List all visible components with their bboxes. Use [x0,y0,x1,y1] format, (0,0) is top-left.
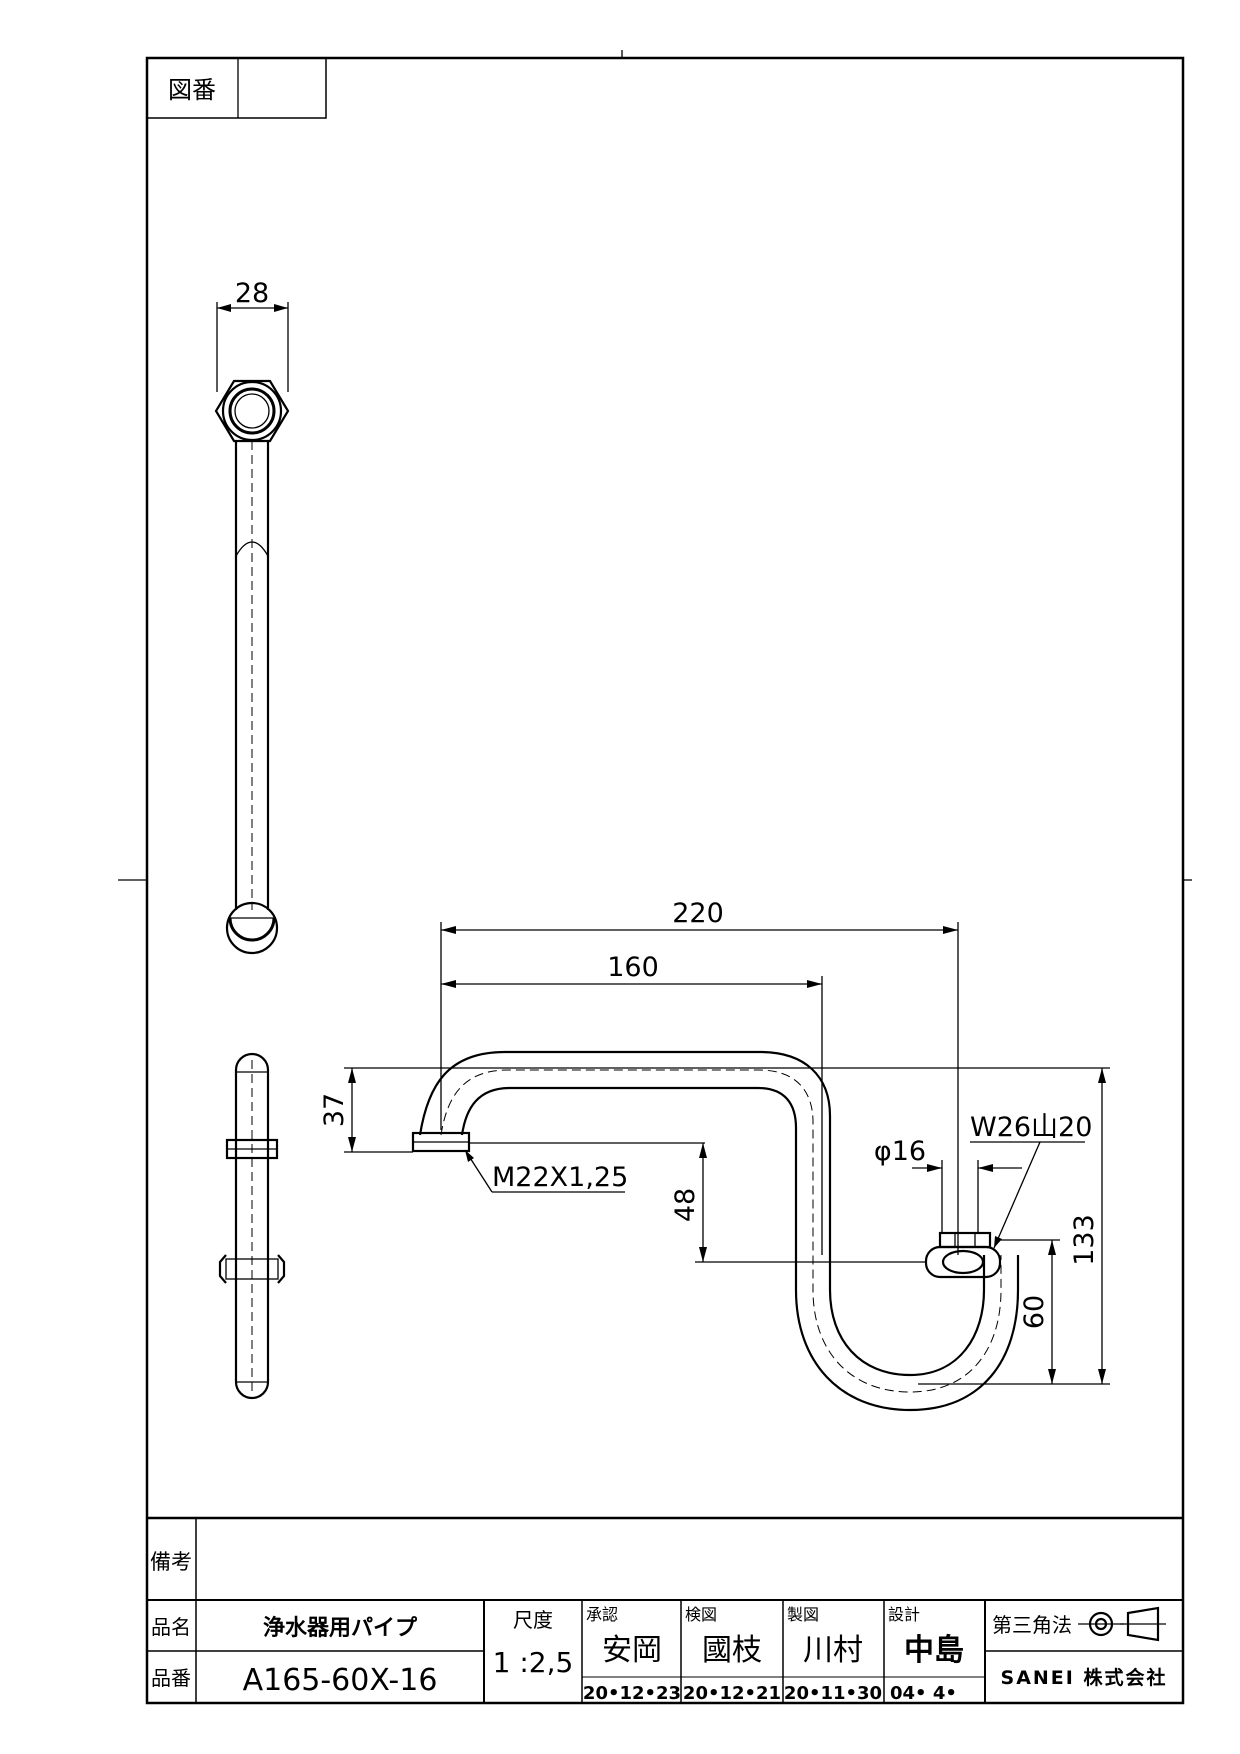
product-number-label: 品番 [151,1666,191,1690]
dim-28-text: 28 [235,278,269,309]
side-pipe-top-cap [234,1052,270,1071]
dim-220-arrow-right [943,926,958,934]
dim-133-text: 133 [1069,1214,1100,1266]
product-number: A165-60X-16 [243,1663,438,1698]
company-name: SANEI 株式会社 [1001,1666,1168,1689]
dim-60: 60 [1000,1239,1060,1384]
product-name-label: 品名 [151,1615,191,1639]
dim-160-text: 160 [607,952,659,983]
drawing-number-label: 図番 [168,76,216,104]
w-thread-callout: W26山20 [970,1112,1092,1249]
s-pipe-inner [460,1086,1020,1412]
product-name: 浄水器用パイプ [263,1615,418,1641]
dim-dia-arrow-left [927,1164,942,1172]
thread-callout: M22X1,25 [464,1149,628,1193]
top-pipe-bend-mark [235,541,269,557]
design-label: 設計 [888,1605,920,1624]
check-label: 検図 [685,1605,717,1624]
dim-37: 37 [319,1067,770,1153]
dim-48-arrow-bottom [699,1247,707,1262]
dim-160: 160 [441,952,823,1255]
hex-nut-inner-circle [228,387,276,435]
side-union-right [277,1254,286,1284]
dim-220-text: 220 [672,898,724,929]
approval-label: 承認 [586,1605,618,1624]
side-view [218,1052,286,1400]
union-nut-top [938,1231,992,1249]
hex-nut-outer-circle [221,380,283,442]
dim-160-arrow-left [441,980,456,988]
side-union-body [225,1258,279,1280]
side-union-left [218,1254,227,1284]
dim-133-arrow-bottom [1098,1369,1106,1384]
third-angle-projection-icon [1078,1606,1166,1642]
side-pipe-bottom-cap [234,1381,270,1400]
union-nut-hex-face [941,1249,985,1275]
projection-label: 第三角法 [992,1613,1072,1637]
dim-133: 133 [770,1067,1110,1385]
top-pipe-end-outer [225,901,279,955]
s-pipe-centerline [440,1069,1002,1393]
dim-220-arrow-left [441,926,456,934]
top-pipe-end-inner [228,917,276,942]
design-date: 04• 4• [890,1683,957,1704]
scale-label: 尺度 [513,1608,553,1632]
check-date: 20•12•21 [683,1683,781,1704]
remarks-label: 備考 [150,1550,192,1574]
dim-60-text: 60 [1019,1295,1050,1329]
check-name: 國枝 [702,1633,762,1668]
dim-dia-arrow-right [978,1164,993,1172]
dim-37-text: 37 [319,1093,350,1127]
scale-value: 1 :2,5 [493,1646,574,1679]
hex-nut-outline [214,379,290,443]
dim-220: 220 [440,898,959,1255]
approval-name: 安岡 [602,1633,662,1668]
top-view: 28 [214,278,290,955]
title-block: 備考 品名 浄水器用パイプ 品番 A165-60X-16 尺度 1 :2,5 承… [147,1516,1183,1704]
w-thread-text: W26山20 [970,1112,1092,1143]
drafting-name: 川村 [803,1633,863,1668]
w-thread-leader [993,1141,1041,1249]
drawing-frame [145,56,1185,1705]
thread-leader-arrow [465,1150,474,1162]
design-name: 中島 [904,1633,964,1668]
w-thread-arrow [994,1236,1002,1248]
thread-text: M22X1,25 [492,1162,628,1193]
s-pipe-outer [418,1050,986,1377]
dim-48: 48 [469,1142,926,1263]
dim-37-arrow-top [348,1068,356,1083]
drafting-label: 製図 [787,1605,819,1624]
front-view [411,1050,1020,1412]
dim-48-text: 48 [670,1188,701,1222]
dim-28-arrow-left [217,304,231,312]
drawing-number-box [146,57,327,119]
dim-37-arrow-bottom [348,1137,356,1152]
dim-28-arrow-right [274,304,288,312]
dim-dia: φ16 [874,1136,1022,1233]
dim-60-arrow-top [1048,1240,1056,1255]
dim-48-arrow-top [699,1143,707,1158]
dim-160-arrow-right [807,980,822,988]
dim-60-arrow-bottom [1048,1369,1056,1384]
dim-133-arrow-top [1098,1068,1106,1083]
hex-nut-bore [234,393,270,429]
dim-dia-text: φ16 [874,1136,926,1167]
drafting-date: 20•11•30 [784,1683,882,1704]
approval-date: 20•12•23 [583,1683,681,1704]
